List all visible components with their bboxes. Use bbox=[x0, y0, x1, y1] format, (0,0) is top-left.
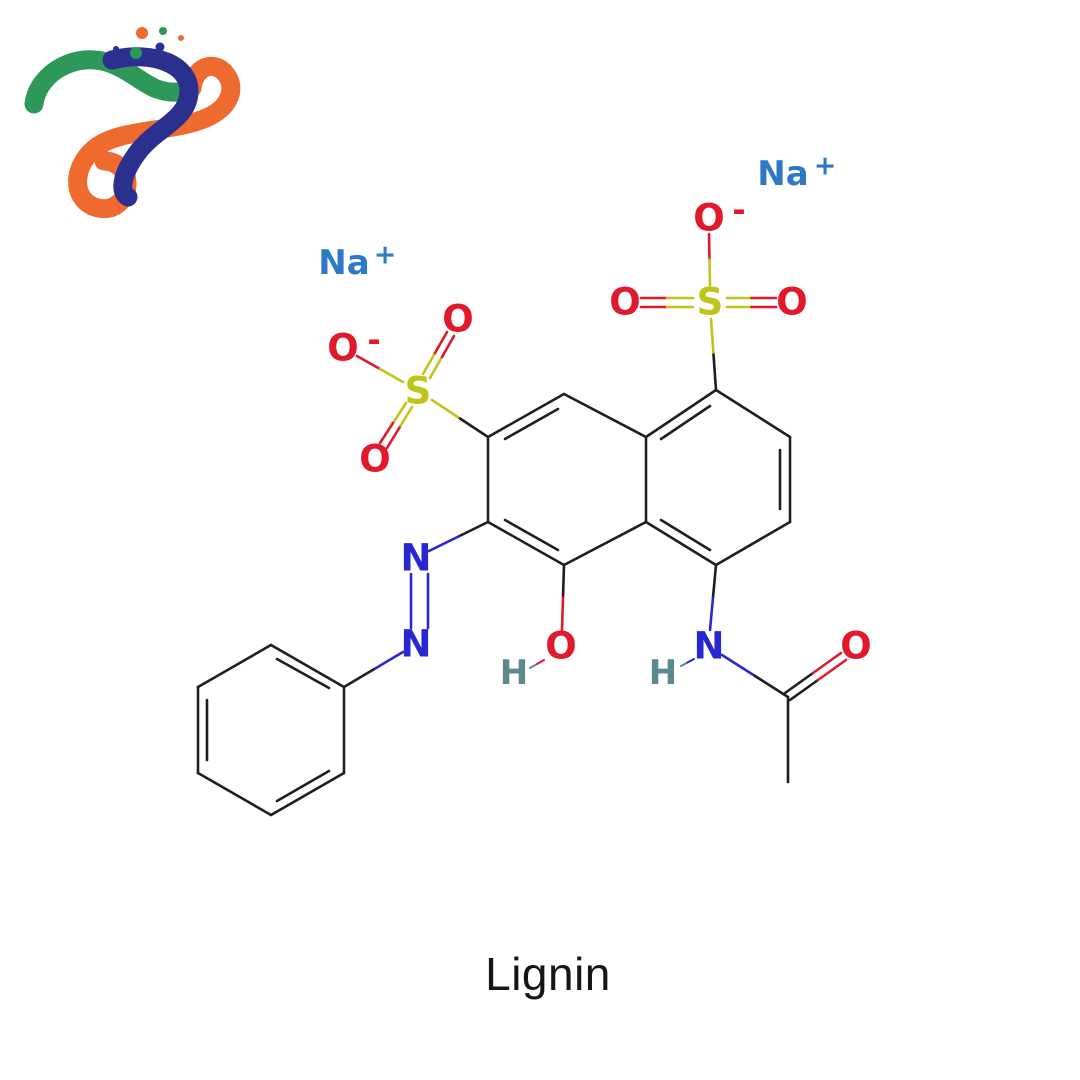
bond-segment bbox=[561, 563, 566, 599]
bond-segment bbox=[659, 404, 712, 441]
logo-dot bbox=[178, 35, 184, 41]
atom-label-O: O bbox=[693, 197, 724, 240]
atom-label-N: N bbox=[694, 625, 725, 668]
bond-segment bbox=[712, 353, 718, 392]
bond-segment bbox=[355, 354, 382, 371]
atom-label-O: O bbox=[840, 625, 871, 668]
bond-segment bbox=[427, 535, 460, 553]
logo-dots bbox=[113, 27, 184, 68]
bond-segment bbox=[709, 317, 715, 356]
bond-segment bbox=[275, 769, 331, 803]
atom-label-S: S bbox=[697, 281, 724, 324]
bond-segment bbox=[486, 520, 566, 567]
logo-dot bbox=[159, 27, 167, 35]
bond-segment bbox=[529, 663, 538, 669]
atom-label--: - bbox=[732, 191, 745, 229]
bond-segment bbox=[421, 351, 437, 376]
bond-segment bbox=[644, 388, 718, 439]
bond-segment bbox=[385, 426, 401, 450]
logo-dot bbox=[113, 46, 119, 52]
bond-segment bbox=[560, 596, 565, 632]
atom-label-S: S bbox=[405, 370, 432, 413]
bond-segment bbox=[269, 643, 346, 689]
bond-segment bbox=[440, 334, 456, 359]
bond-segment bbox=[269, 771, 346, 817]
bond-segment bbox=[680, 661, 689, 667]
bond-segment bbox=[562, 392, 648, 439]
bond-segment bbox=[644, 520, 718, 567]
bond-segment bbox=[378, 421, 395, 445]
logo-dot bbox=[130, 47, 142, 59]
bond-segment bbox=[430, 398, 462, 420]
bond-segment bbox=[562, 520, 648, 567]
atom-label-O: O bbox=[776, 281, 807, 324]
compound-title: Lignin bbox=[485, 948, 611, 1000]
bond-segment bbox=[707, 232, 711, 261]
bond-segment bbox=[398, 405, 414, 429]
atom-label-O: O bbox=[609, 281, 640, 324]
bond-segment bbox=[503, 407, 560, 441]
bond-segment bbox=[275, 657, 331, 690]
bond-segment bbox=[433, 330, 449, 355]
atom-label-O: O bbox=[327, 327, 358, 370]
bond-segment bbox=[458, 417, 490, 439]
atom-label-N: N bbox=[401, 537, 432, 580]
atom-label-Na: Na bbox=[318, 243, 369, 283]
atom-label-Na: Na bbox=[757, 154, 808, 194]
bond-segment bbox=[708, 596, 715, 632]
bond-segment bbox=[196, 643, 273, 689]
bond-segment bbox=[486, 392, 566, 439]
bond-segment bbox=[708, 258, 712, 287]
bond-segment bbox=[378, 367, 405, 384]
logo-dot bbox=[155, 42, 165, 52]
atom-label-O: O bbox=[442, 298, 473, 341]
bond-segment bbox=[372, 650, 405, 671]
atom-label-H: H bbox=[649, 653, 677, 693]
bond-segment bbox=[342, 668, 375, 689]
bond-segment bbox=[816, 658, 848, 682]
bond-segment bbox=[711, 563, 718, 599]
brand-logo-icon bbox=[24, 27, 241, 219]
bond-segment bbox=[536, 659, 545, 665]
bond-segment bbox=[659, 518, 712, 552]
bond-segment bbox=[686, 658, 695, 664]
atom-label-+: + bbox=[374, 240, 397, 271]
logo-dot bbox=[136, 27, 148, 39]
bond-segment bbox=[788, 678, 820, 702]
logo-dot bbox=[115, 62, 121, 68]
bond-segment bbox=[714, 388, 792, 439]
atom-label-O: O bbox=[545, 625, 576, 668]
atom-label-O: O bbox=[359, 438, 390, 481]
bond-segment bbox=[714, 520, 792, 567]
atom-label-N: N bbox=[401, 623, 432, 666]
atom-label-H: H bbox=[500, 653, 528, 693]
bond-segment bbox=[753, 674, 790, 699]
bond-segment bbox=[720, 653, 757, 678]
bond-segment bbox=[391, 401, 408, 425]
atom-label-+: + bbox=[814, 151, 837, 182]
logo-ribbon-navy bbox=[102, 47, 199, 207]
bond-segment bbox=[457, 520, 490, 538]
bond-segment bbox=[783, 671, 815, 695]
bond-segment bbox=[811, 651, 843, 675]
bond-segment bbox=[428, 355, 444, 380]
bond-segment bbox=[503, 518, 560, 552]
atom-label--: - bbox=[367, 321, 380, 359]
bond-segment bbox=[196, 771, 273, 817]
